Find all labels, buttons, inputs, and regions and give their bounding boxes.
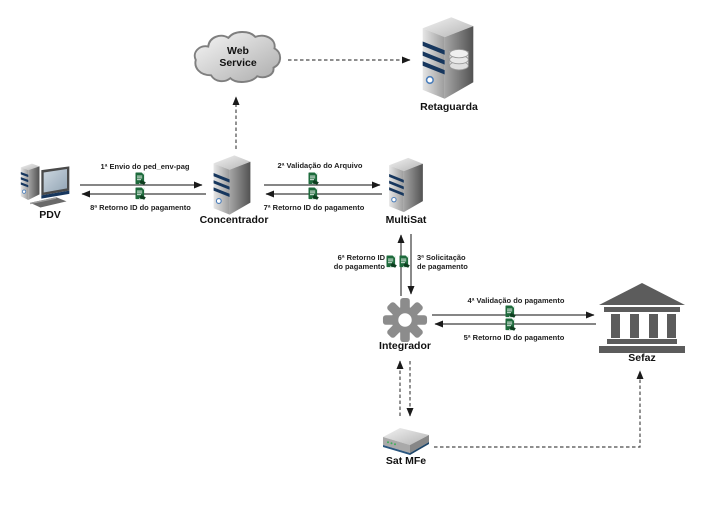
document-icon [399, 255, 410, 268]
edge-step1-label: 1ª Envio do ped_env-pag [100, 162, 190, 171]
edge-satmfe-sefaz-dashed [434, 370, 644, 448]
retaguarda-label: Retaguarda [420, 101, 478, 113]
edge-step6-label: 6ª Retorno ID do pagamento [333, 253, 385, 271]
document-icon [386, 255, 397, 268]
edge-step4-label: 4ª Validação do pagamento [467, 296, 565, 305]
document-icon [505, 305, 516, 318]
edge-step5-label: 5ª Retorno ID do pagamento [463, 333, 565, 342]
document-icon [505, 318, 516, 331]
database-server-icon [415, 14, 481, 102]
edge-step3-label: 3ª Solicitação de pagamento [417, 253, 479, 271]
edge-step6-label-line2: do pagamento [333, 262, 385, 271]
edge-step8-label: 8ª Retorno ID do pagamento [90, 203, 191, 212]
web-service-label-line1: Web [227, 45, 249, 57]
satmfe-label: Sat MFe [385, 455, 427, 467]
concentrador-label: Concentrador [199, 214, 269, 226]
document-icon [135, 172, 146, 185]
edge-step2-label: 2ª Validação do Arquivo [277, 161, 363, 170]
desktop-computer-icon [18, 158, 74, 214]
edge-step3-label-line2: de pagamento [417, 262, 468, 271]
device-box-icon [380, 425, 432, 459]
pdv-label: PDV [39, 209, 61, 221]
edge-step7-label: 7ª Retorno ID do pagamento [263, 203, 365, 212]
cloud-icon [193, 31, 282, 83]
sefaz-label: Sefaz [628, 352, 656, 364]
multisat-label: MultiSat [385, 214, 427, 226]
gear-icon [382, 297, 428, 343]
edge-step6-label-line1: 6ª Retorno ID [337, 253, 385, 262]
web-service-label-line2: Service [219, 56, 257, 69]
integrador-label: Integrador [379, 340, 431, 352]
bank-icon [596, 282, 688, 354]
document-icon [308, 187, 319, 200]
server-icon-multisat [384, 153, 428, 217]
web-service-label: Web Service [200, 45, 276, 69]
server-icon-concentrador [208, 153, 256, 217]
document-icon [135, 187, 146, 200]
edge-step3-label-line1: 3ª Solicitação [417, 253, 466, 262]
document-icon [308, 172, 319, 185]
